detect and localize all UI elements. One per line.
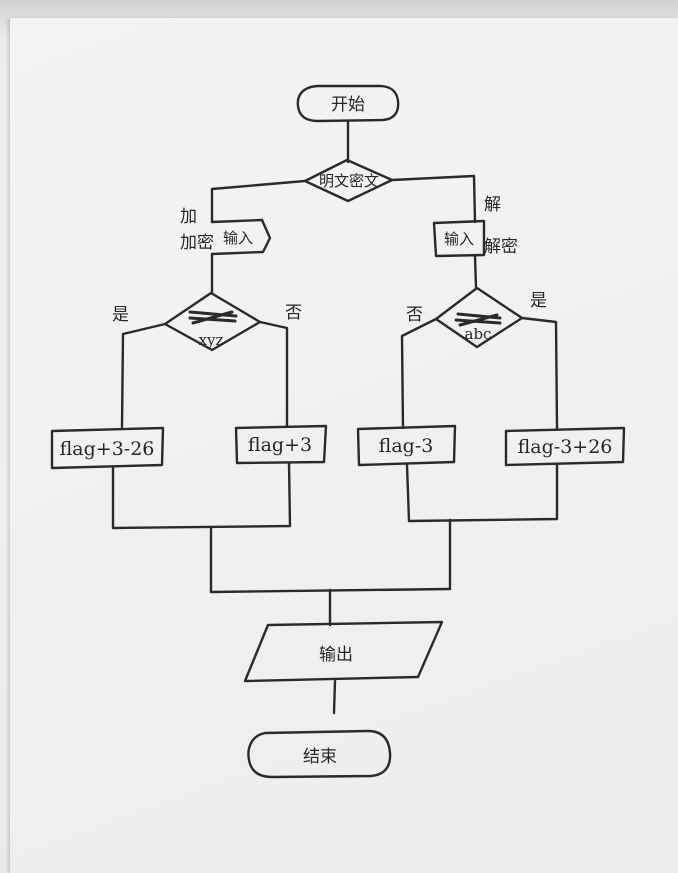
output-box: 输出 — [243, 620, 444, 683]
process-box-2: flag+3 — [234, 424, 328, 465]
encrypt-input-box: 输入 — [210, 218, 272, 256]
end-terminator: 结束 — [247, 729, 392, 779]
decrypt-input-label: 输入 — [444, 230, 474, 248]
encrypt-label-top: 加 — [180, 207, 197, 227]
encrypt-input-label: 输入 — [223, 229, 253, 247]
output-label: 输出 — [319, 645, 353, 665]
yes-right-label: 是 — [530, 291, 547, 311]
encrypt-label: 加密 — [180, 233, 214, 253]
cond-right-label: abc — [465, 325, 492, 343]
process-box-4: flag-3+26 — [504, 426, 626, 467]
yes-left-label: 是 — [112, 305, 129, 325]
box-4-label: flag-3+26 — [518, 436, 613, 458]
start-label: 开始 — [331, 95, 365, 115]
box-1-label: flag+3-26 — [60, 438, 155, 460]
box-2-label: flag+3 — [248, 434, 312, 456]
process-box-1: flag+3-26 — [50, 426, 165, 470]
connector-merge-left — [111, 461, 292, 530]
cond-left-label: xyz — [199, 331, 224, 349]
start-terminator: 开始 — [296, 84, 400, 123]
process-box-3: flag-3 — [356, 424, 457, 467]
cond-right-decision: abc — [434, 286, 524, 349]
choice-label: 明文密文 — [319, 172, 379, 190]
connector-merge-right — [405, 462, 559, 523]
decrypt-label-top: 解 — [484, 195, 501, 215]
connector-cond-right-yes — [520, 316, 559, 430]
connector-choice-right — [390, 174, 477, 224]
no-left-label: 否 — [285, 303, 302, 323]
cond-left-decision: xyz — [163, 291, 262, 352]
end-label: 结束 — [303, 747, 337, 767]
decrypt-input-box: 输入 — [432, 219, 486, 258]
no-right-label: 否 — [406, 305, 423, 325]
connector-decrypt-input-cond — [473, 254, 478, 290]
connector-cond-left-no — [258, 320, 289, 428]
connector-cond-right-no — [400, 317, 438, 430]
decrypt-label: 解密 — [484, 237, 518, 257]
box-3-label: flag-3 — [379, 435, 434, 457]
connector-choice-left — [210, 179, 307, 224]
connector-cond-left-yes — [120, 322, 167, 429]
connector-output-end — [332, 679, 337, 715]
choice-decision: 明文密文 — [303, 158, 394, 203]
